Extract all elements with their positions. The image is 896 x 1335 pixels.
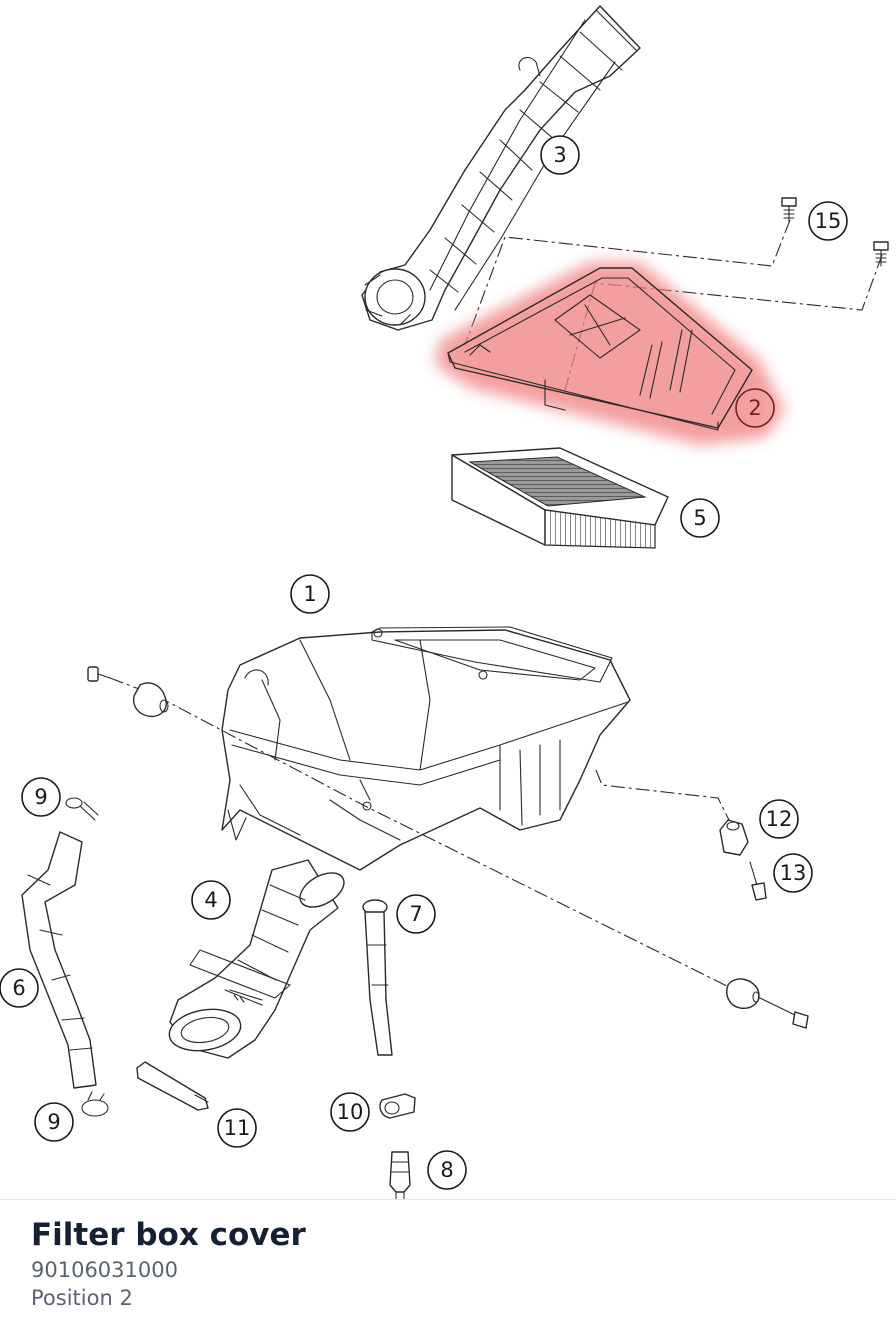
divider [0,1199,896,1200]
callout-circle [540,135,580,175]
callout-number: 4 [204,888,217,912]
callout-7[interactable]: 7 [396,894,436,934]
callout-circle [735,388,775,428]
callout-circle [396,894,436,934]
callout-number: 10 [337,1100,364,1124]
callout-circle [808,201,848,241]
part-9-hose-clamp-bottom[interactable] [81,1091,109,1117]
callout-9[interactable]: 9 [34,1102,74,1142]
callout-number: 15 [815,209,842,233]
callout-10[interactable]: 10 [330,1092,370,1132]
callout-13[interactable]: 13 [773,853,813,893]
callout-number: 6 [12,976,25,1000]
part-15-screw-second[interactable] [873,241,889,267]
callout-9[interactable]: 9 [21,777,61,817]
callout-circle [680,498,720,538]
selection-highlight [435,262,785,445]
callout-4[interactable]: 4 [191,880,231,920]
part-3-intake-snorkel[interactable] [361,5,641,331]
callout-circle [191,880,231,920]
callout-number: 2 [748,396,761,420]
callout-circle [759,799,799,839]
callout-number: 3 [553,143,566,167]
callout-15[interactable]: 15 [808,201,848,241]
callout-8[interactable]: 8 [427,1150,467,1190]
callout-6[interactable]: 6 [0,968,39,1008]
callout-circle [0,968,39,1008]
callout-number: 11 [224,1116,251,1140]
part-number: 90106031000 [31,1258,178,1282]
callout-number: 1 [303,582,316,606]
callout-number: 9 [47,1110,60,1134]
part-11-strap[interactable] [136,1061,209,1111]
callout-5[interactable]: 5 [680,498,720,538]
part-8-hose-fitting[interactable] [389,1151,411,1200]
callout-number: 13 [780,861,807,885]
callout-circle [217,1108,257,1148]
callout-number: 9 [34,785,47,809]
part-12-rubber-grommet[interactable] [719,819,749,856]
part-5-air-filter[interactable] [451,447,669,549]
part-info-panel: Filter box cover 90106031000 Position 2 [31,1214,306,1312]
callout-3[interactable]: 3 [540,135,580,175]
part-9-hose-clamp-top[interactable] [65,797,99,821]
lower-right-rubber-and-screw[interactable] [726,978,809,1029]
callout-number: 8 [440,1158,453,1182]
callout-circle [21,777,61,817]
part-4-intake-boot[interactable] [166,859,350,1059]
part-13-screw[interactable] [749,861,767,901]
callout-number: 7 [409,902,422,926]
part-6-drain-hose[interactable] [21,831,97,1089]
part-position: Position 2 [31,1286,133,1310]
callout-circle [773,853,813,893]
part-2-filter-box-cover[interactable] [435,262,785,445]
part-1-filter-box-housing[interactable] [221,626,631,871]
part-name: Filter box cover [31,1217,306,1253]
callout-circle [290,574,330,614]
part-10-hose-clip[interactable] [379,1093,416,1119]
callout-number: 5 [693,506,706,530]
callout-1[interactable]: 1 [290,574,330,614]
part-7-breather-tube[interactable] [362,899,393,1056]
callout-circle [330,1092,370,1132]
callout-12[interactable]: 12 [759,799,799,839]
callout-circle [34,1102,74,1142]
housing-mount-screw-left[interactable] [87,666,169,718]
callout-number: 12 [766,807,793,831]
callout-11[interactable]: 11 [217,1108,257,1148]
callout-circle [427,1150,467,1190]
part-15-screw[interactable] [781,197,797,223]
callout-2[interactable]: 2 [735,388,775,428]
